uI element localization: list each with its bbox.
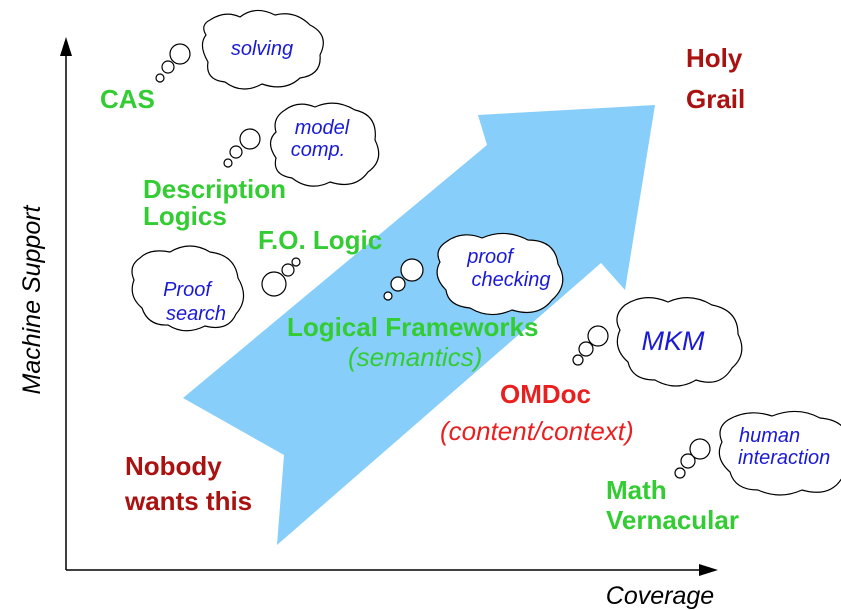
cloud-text-proof: Proof [163, 279, 213, 301]
thought-cloud-human-interaction: interaction human [674, 410, 841, 496]
x-axis-label: Coverage [606, 582, 714, 610]
label-fo-logic: F.O. Logic [258, 225, 382, 255]
thought-cloud-mkm: MKM [572, 297, 743, 387]
cloud-text-model: model [295, 117, 350, 139]
label-description: Description [143, 174, 286, 204]
cloud-text-interaction: interaction [738, 447, 830, 469]
progress-arrow [183, 105, 655, 545]
cloud-text-comp: comp. [291, 139, 345, 161]
thought-cloud-proof-checking: proof checking [383, 232, 564, 316]
label-logics: Logics [143, 201, 227, 231]
cloud-text-search: search [166, 303, 226, 325]
cloud-text-checking: checking [472, 269, 551, 291]
label-omdoc: OMDoc [500, 379, 591, 409]
label-grail: Grail [686, 84, 745, 114]
label-math: Math [606, 475, 667, 505]
thought-cloud-model-comp: model comp. [223, 102, 380, 187]
label-wants-this: wants this [124, 486, 252, 516]
label-logical-frameworks: Logical Frameworks [287, 312, 538, 342]
cloud-text-solving: solving [231, 38, 293, 60]
label-holy: Holy [686, 43, 743, 73]
label-content-context: (content/context) [440, 416, 634, 446]
label-semantics: (semantics) [348, 342, 482, 372]
label-vernacular: Vernacular [606, 505, 739, 535]
y-axis-label: Machine Support [18, 204, 46, 394]
x-axis [66, 564, 718, 576]
label-cas: CAS [100, 84, 155, 114]
thought-cloud-proof-search: Proof search [131, 245, 301, 332]
cloud-text-human: human [739, 425, 800, 447]
label-nobody: Nobody [125, 451, 222, 481]
y-axis [60, 37, 72, 570]
cloud-text-proof2: proof [466, 246, 515, 268]
thought-cloud-solving: solving [155, 9, 324, 90]
cloud-text-mkm: MKM [642, 326, 706, 356]
